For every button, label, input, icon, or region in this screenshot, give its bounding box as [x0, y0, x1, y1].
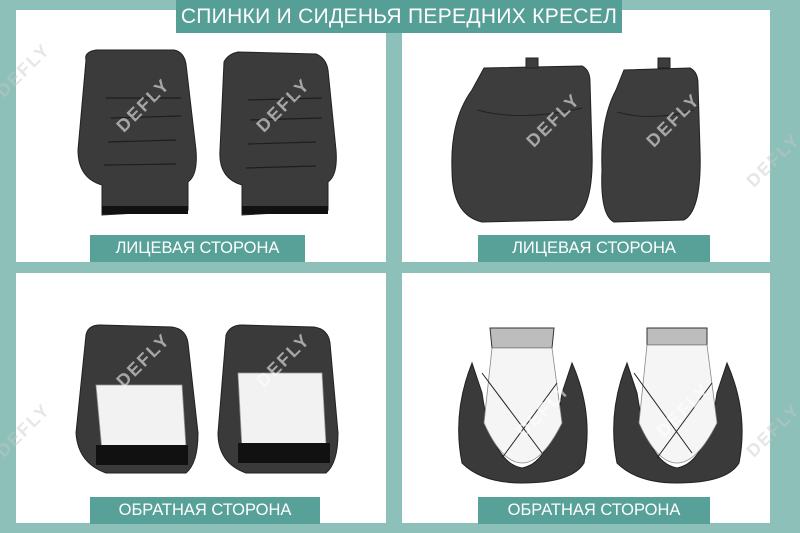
caption-reverse-side: ОБРАТНАЯ СТОРОНА	[90, 497, 320, 524]
panel-seat-backs-front	[16, 10, 386, 262]
caption-front-side: ЛИЦЕВАЯ СТОРОНА	[90, 235, 305, 262]
seat-cushion-reverse-image	[458, 327, 743, 484]
seat-cushion-covers-image	[451, 57, 701, 223]
caption-reverse-side: ОБРАТНАЯ СТОРОНА	[478, 497, 710, 524]
caption-front-side: ЛИЦЕВАЯ СТОРОНА	[478, 235, 710, 262]
page-title: СПИНКИ И СИДЕНЬЯ ПЕРЕДНИХ КРЕСЕЛ	[176, 0, 622, 33]
panel-seat-cushions-reverse	[402, 273, 770, 523]
seat-back-reverse-image	[75, 324, 339, 474]
panel-seat-cushions-front	[402, 10, 770, 262]
panel-seat-backs-reverse	[16, 273, 386, 523]
seat-back-covers-image	[77, 49, 337, 216]
